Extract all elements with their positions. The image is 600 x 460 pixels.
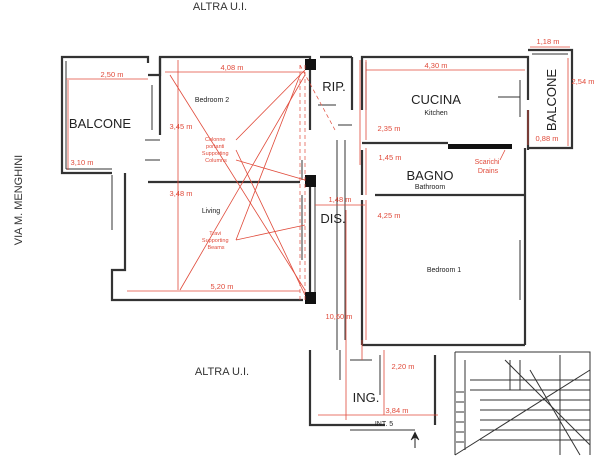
altra-ui-bottom-label: ALTRA U.I. (195, 366, 249, 378)
colonne-note: Colonne portanti Supporting Columns (202, 137, 230, 164)
balcone-left-label: BALCONE (69, 116, 131, 131)
balcone-right-label: BALCONE (544, 69, 559, 131)
dim-balcone-right-depth: 0,88 m (536, 134, 559, 143)
bedroom2-label: Bedroom 2 (195, 97, 229, 104)
entry-walls (308, 350, 385, 427)
dim-bathroom-height: 1,45 m (379, 153, 402, 162)
dim-kitchen-width: 4,30 m (425, 61, 448, 70)
dim-bedroom2-width: 4,08 m (221, 63, 244, 72)
bedroom1-label: Bedroom 1 (427, 267, 461, 274)
dim-entry-width: 3,84 m (386, 406, 409, 415)
dimension-lines (66, 46, 570, 420)
dim-balcone-width: 2,50 m (101, 70, 124, 79)
balcone-left-walls (60, 55, 150, 175)
dim-entry-height: 2,20 m (392, 362, 415, 371)
bathroom-label: Bathroom (415, 184, 446, 191)
dim-balcone-right-width: 1,18 m (537, 37, 560, 46)
beam-dashed (299, 64, 336, 131)
balcone-right-walls (528, 48, 574, 150)
dim-bedroom1-height: 4,25 m (378, 211, 401, 220)
dim-bedroom2-height: 3,45 m (170, 122, 193, 131)
kitchen-label: Kitchen (424, 110, 447, 117)
column-bottom (305, 292, 316, 304)
dim-living-width: 5,20 m (211, 282, 234, 291)
cucina-label: CUCINA (411, 92, 461, 107)
rip-label: RIP. (322, 79, 346, 94)
dim-balcone-left-height: 3,10 m (71, 158, 94, 167)
travi-note: Travi Supporting Beams (202, 231, 230, 251)
dim-dis-width: 1,48 m (329, 195, 352, 204)
living-label: Living (202, 208, 220, 215)
dim-kitchen-height: 2,35 m (378, 124, 401, 133)
column-middle (305, 175, 316, 187)
dim-total-length: 10,60 m (325, 312, 352, 321)
dim-balcone-right-height: 2,54 m (572, 77, 595, 86)
column-top (305, 59, 316, 70)
ing-label: ING. (353, 390, 380, 405)
kitchen-walls (360, 55, 530, 110)
staircase (454, 351, 591, 456)
dim-living-height: 3,48 m (170, 189, 193, 198)
street-label: VIA M. MENGHINI (13, 155, 25, 245)
dis-label: DIS. (320, 211, 345, 226)
int-label: INT. 5 (375, 421, 393, 428)
drain-bar (448, 144, 512, 149)
bagno-label: BAGNO (407, 168, 454, 183)
altra-ui-top-label: ALTRA U.I. (193, 1, 247, 13)
living-left-wall (110, 173, 127, 302)
scarichi-note: Scarichi Drains (475, 159, 502, 175)
